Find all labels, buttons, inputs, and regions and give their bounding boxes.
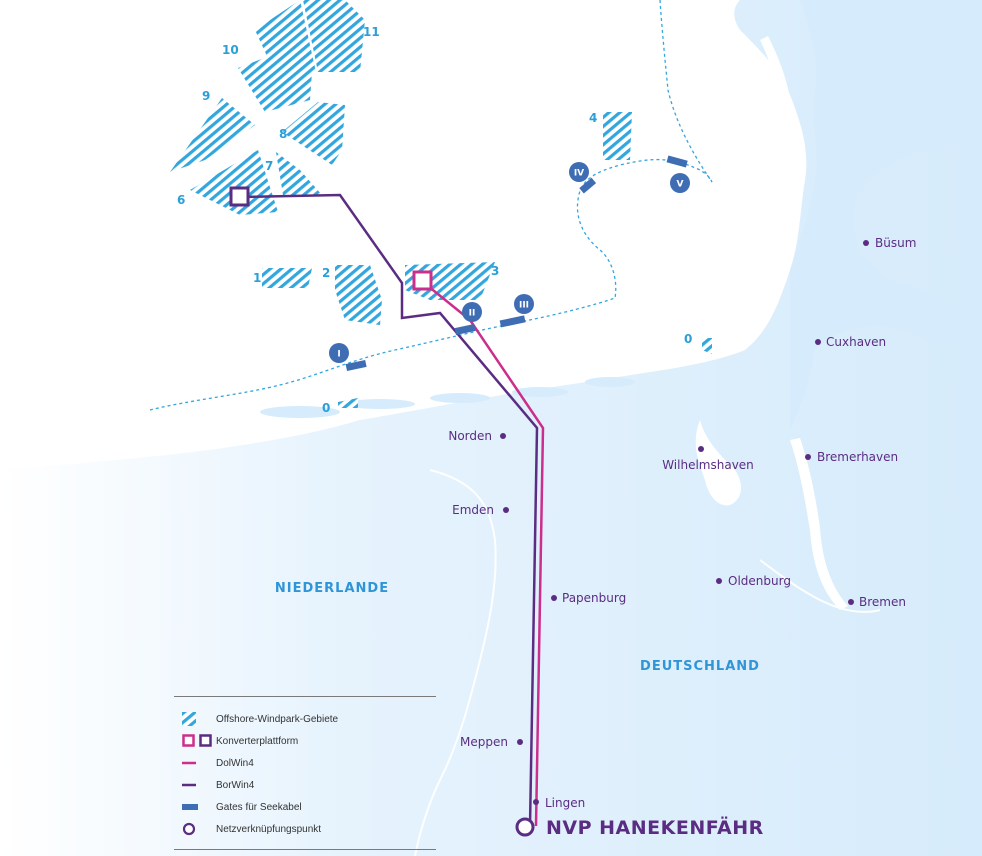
zone-label: 7 — [265, 159, 273, 173]
legend-item-windpark: Offshore-Windpark-Gebiete — [182, 711, 338, 727]
town-label-cuxhaven: Cuxhaven — [826, 335, 886, 349]
town-label-meppen: Meppen — [460, 735, 508, 749]
legend-item-grid-point: Netzverknüpfungspunkt — [182, 821, 321, 837]
town-dot-cuxhaven — [815, 339, 821, 345]
gate-label: I — [337, 350, 340, 360]
windpark-swatch — [182, 712, 196, 726]
legend-label: Gates für Seekabel — [216, 801, 302, 813]
windpark-zone-7 — [276, 152, 322, 195]
legend-label: Offshore-Windpark-Gebiete — [216, 713, 339, 725]
gate-marker — [569, 162, 589, 182]
legend-label: DolWin4 — [216, 757, 254, 769]
zone-label: 0 — [684, 332, 692, 346]
inland-waters — [695, 36, 848, 610]
town-label-papenburg: Papenburg — [562, 591, 626, 605]
converter-swatch — [182, 734, 212, 747]
windpark-zone-9 — [170, 98, 255, 172]
legend-item-converter: Konverterplattform — [182, 733, 298, 749]
borders — [414, 469, 881, 856]
legend: Offshore-Windpark-Gebiete Konverterplatt… — [174, 696, 436, 850]
town-dot-meppen — [517, 739, 523, 745]
zone-labels: 11 10 9 8 7 6 1 2 3 4 0 0 — [177, 25, 692, 415]
zone-label: 1 — [253, 271, 261, 285]
gate-bar — [499, 315, 526, 328]
eez-boundary — [149, 0, 713, 411]
zone-label: 3 — [491, 264, 499, 278]
gate-bar — [454, 323, 476, 335]
windpark-zone-4 — [603, 112, 632, 160]
windpark-zone-0-east — [702, 338, 712, 354]
town-label-oldenburg: Oldenburg — [728, 574, 791, 588]
zone-label: 6 — [177, 193, 185, 207]
windpark-zone-0-west — [338, 398, 358, 408]
dolwin4-swatch — [182, 761, 196, 765]
town-label-lingen: Lingen — [545, 796, 585, 810]
town-dot-lingen — [533, 799, 539, 805]
country-label-netherlands: NIEDERLANDE — [275, 581, 389, 596]
zone-label: 2 — [322, 266, 330, 280]
windpark-zone-1 — [262, 268, 312, 288]
zone-label: 10 — [222, 43, 239, 57]
legend-item-gates: Gates für Seekabel — [182, 799, 302, 815]
zone-label: 0 — [322, 401, 330, 415]
town-label-bremen: Bremen — [859, 595, 906, 609]
legend-label: Konverterplattform — [216, 735, 299, 747]
gates: I II III IV V — [329, 155, 690, 371]
islands — [260, 377, 635, 418]
town-dot-bremerhaven — [805, 454, 811, 460]
town-label-busum: Büsum — [875, 236, 916, 250]
gate-marker — [462, 302, 482, 322]
zone-label: 9 — [202, 89, 210, 103]
zone-label: 11 — [363, 25, 380, 39]
windpark-zone-6 — [190, 150, 278, 215]
town-dot-norden — [500, 433, 506, 439]
gate-label: III — [519, 301, 529, 311]
town-dot-oldenburg — [716, 578, 722, 584]
town-dot-wilhelmshaven — [698, 446, 704, 452]
gate-bar — [666, 155, 688, 168]
town-label-wilhelmshaven: Wilhelmshaven — [662, 458, 754, 472]
town-label-norden: Norden — [448, 429, 492, 443]
town-label-emden: Emden — [452, 503, 494, 517]
borwin4-converter — [229, 186, 250, 207]
zone-label: 4 — [589, 111, 597, 125]
gate-label: II — [469, 309, 476, 319]
town-dot-papenburg — [551, 595, 557, 601]
grid-point-swatch — [182, 822, 196, 836]
converter-platforms — [229, 186, 433, 291]
legend-label: Netzverknüpfungspunkt — [216, 823, 322, 835]
towns: Büsum Cuxhaven Norden Emden Wilhelmshave… — [448, 236, 916, 810]
gate-swatch — [182, 804, 198, 810]
windpark-zone-10b — [238, 50, 312, 112]
gate-marker — [670, 173, 690, 193]
legend-item-borwin4: BorWin4 — [182, 777, 254, 793]
town-dot-bremen — [848, 599, 854, 605]
gate-marker — [514, 294, 534, 314]
gate-marker — [329, 343, 349, 363]
nvp-marker — [515, 817, 535, 837]
town-label-bremerhaven: Bremerhaven — [817, 450, 898, 464]
legend-label: BorWin4 — [216, 779, 255, 791]
dolwin4-converter — [412, 270, 433, 291]
nvp-label: NVP HANEKENFÄHR — [546, 815, 764, 839]
windpark-zone-11 — [303, 0, 365, 72]
windpark-zone-8 — [282, 102, 345, 165]
gate-label: IV — [574, 169, 584, 179]
town-dot-emden — [503, 507, 509, 513]
dolwin4-route — [422, 281, 545, 827]
borwin4-swatch — [182, 783, 196, 787]
cable-routes — [239, 193, 545, 827]
windpark-zones — [170, 0, 712, 408]
country-label-germany: DEUTSCHLAND — [640, 659, 760, 674]
town-dot-busum — [863, 240, 869, 246]
borwin4-route — [239, 193, 539, 827]
legend-item-dolwin4: DolWin4 — [182, 755, 254, 771]
gate-bar — [579, 177, 597, 194]
zone-label: 8 — [279, 127, 287, 141]
windpark-zone-2 — [335, 265, 382, 325]
gate-bar — [345, 359, 367, 371]
gate-label: V — [677, 180, 684, 190]
